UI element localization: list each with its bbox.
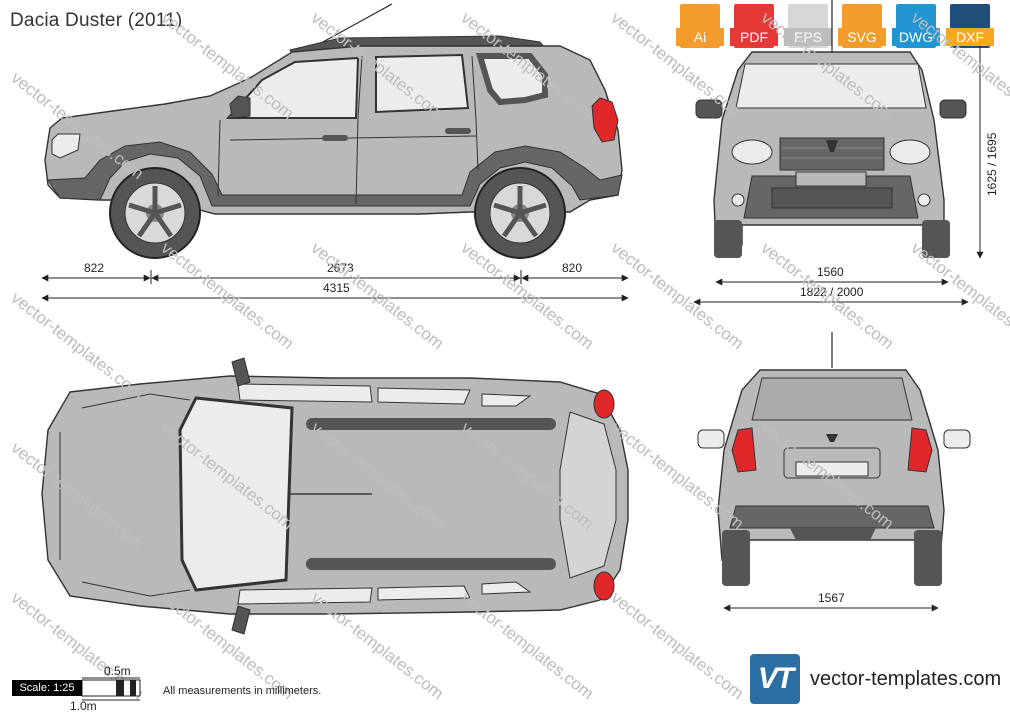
- front-view: [695, 0, 967, 258]
- top-view: [41, 357, 629, 635]
- pdf-format-icon[interactable]: PDF: [730, 4, 778, 48]
- pdf-format-label: PDF: [730, 28, 778, 46]
- rear-view: [697, 332, 971, 586]
- front-dimensions: 1560 1822 / 2000 1625 / 1695: [693, 46, 999, 306]
- eps-format-label: EPS: [784, 28, 832, 46]
- side-dimensions: 822 2673 820 4315: [41, 261, 629, 302]
- scale-label: Scale: 1:25: [12, 680, 82, 696]
- ai-format-icon[interactable]: Ai: [676, 4, 724, 48]
- height-label: 1625 / 1695: [985, 132, 999, 196]
- brand-url[interactable]: vector-templates.com: [810, 667, 1002, 690]
- scale-bar: 0.5m 1.0m: [70, 664, 141, 713]
- watermark-text: vector-templates.com: [608, 588, 748, 703]
- dxf-format-label: DXF: [946, 28, 994, 46]
- measurement-note: All measurements in millimeters.: [163, 685, 322, 697]
- ai-format-label: Ai: [676, 28, 724, 46]
- svg-format-icon[interactable]: SVG: [838, 4, 886, 48]
- front-track-label: 1560: [817, 265, 844, 279]
- watermark-text: vector-templates.com: [158, 238, 298, 353]
- svg-format-label: SVG: [838, 28, 886, 46]
- vt-logo-icon: VT: [750, 654, 800, 704]
- dwg-format-icon[interactable]: DWG: [892, 4, 940, 48]
- watermark-text: vector-templates.com: [8, 288, 148, 403]
- watermark-text: vector-templates.com: [308, 238, 448, 353]
- brand-footer[interactable]: VT vector-templates.com: [750, 654, 1001, 704]
- rear-dimensions: 1567: [723, 591, 939, 612]
- side-view: [44, 3, 623, 259]
- front-overhang-label: 822: [84, 261, 104, 275]
- watermark-text: vector-templates.com: [758, 238, 898, 353]
- dwg-format-label: DWG: [892, 28, 940, 46]
- width-label: 1822 / 2000: [800, 285, 864, 299]
- scale-half-label: 0.5m: [104, 664, 131, 678]
- rear-track-label: 1567: [818, 591, 845, 605]
- watermark-text: vector-templates.com: [608, 8, 748, 123]
- page-title: Dacia Duster (2011): [10, 10, 183, 31]
- watermark-text: vector-templates.com: [908, 238, 1010, 353]
- length-label: 4315: [323, 281, 350, 295]
- wheelbase-label: 2673: [327, 261, 354, 275]
- rear-overhang-label: 820: [562, 261, 582, 275]
- scale-full-label: 1.0m: [70, 699, 97, 713]
- format-badges: Ai PDF EPS SVG DWG DXF: [676, 4, 994, 48]
- eps-format-icon[interactable]: EPS: [784, 4, 832, 48]
- dxf-format-icon[interactable]: DXF: [946, 4, 994, 48]
